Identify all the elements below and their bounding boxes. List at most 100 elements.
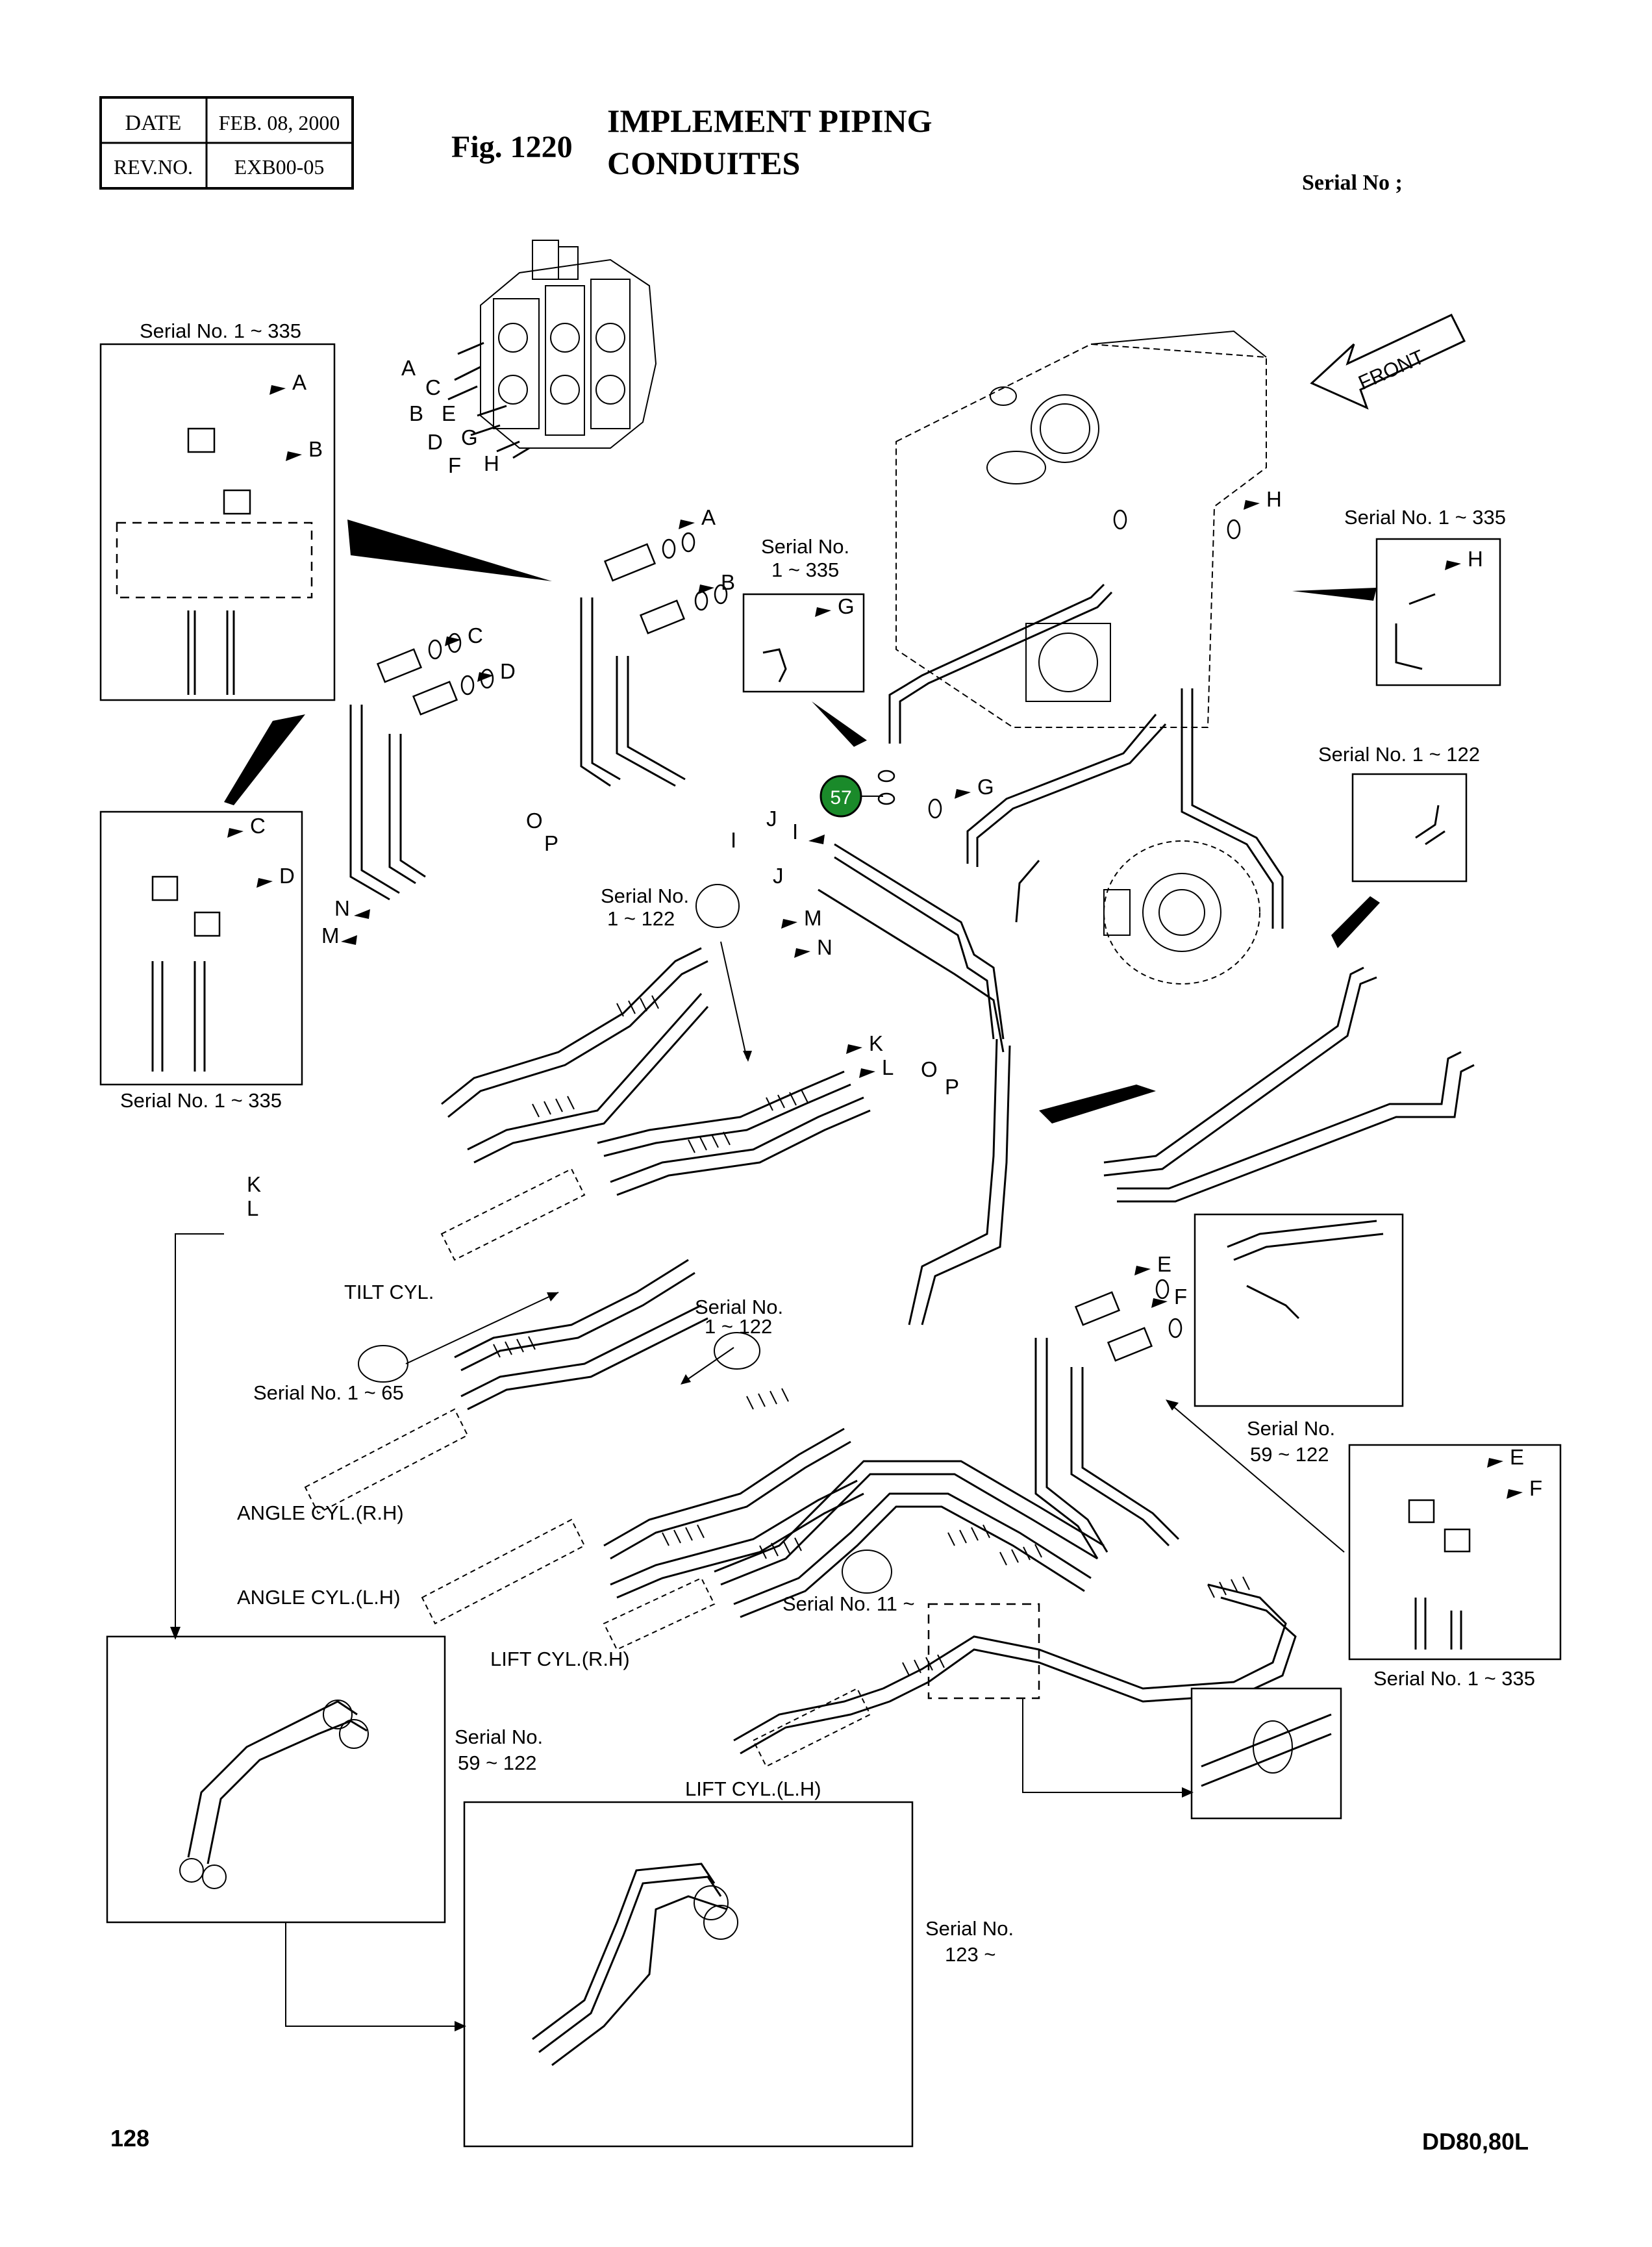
detail-box-ef-1-335 <box>1348 1444 1562 1661</box>
page-number: 128 <box>110 2125 149 2152</box>
svg-text:M: M <box>804 906 822 930</box>
date-label: DATE <box>125 111 182 135</box>
svg-text:K: K <box>869 1031 883 1055</box>
serial-callout-mn-bottom: 1 ~ 122 <box>607 907 675 930</box>
date-value: FEB. 08, 2000 <box>219 111 340 134</box>
leader-lines <box>170 941 1345 2031</box>
callout-57-number: 57 <box>830 787 851 809</box>
svg-text:L: L <box>882 1055 894 1079</box>
svg-text:A: A <box>292 370 307 394</box>
svg-text:M: M <box>321 923 340 948</box>
svg-text:J: J <box>766 807 777 831</box>
lift-cylinder-lh-outline <box>752 1687 871 1768</box>
svg-text:O: O <box>526 809 543 833</box>
serial-callout-59-122-left-top: Serial No. <box>455 1726 543 1748</box>
svg-text:E: E <box>1157 1252 1171 1276</box>
serial-callout-g-bottom: 1 ~ 335 <box>771 559 839 581</box>
svg-text:G: G <box>461 425 478 449</box>
serial-callout-g-top: Serial No. <box>761 535 849 558</box>
svg-text:H: H <box>1266 487 1282 511</box>
serial-callout-59-122-left-bottom: 59 ~ 122 <box>458 1751 537 1774</box>
lift-cylinder-rh-outline <box>603 1577 716 1651</box>
svg-text:F: F <box>1529 1476 1542 1500</box>
serial-callout-ef-1-335: Serial No. 1 ~ 335 <box>1373 1667 1535 1690</box>
hydraulic-pump <box>1103 840 1260 985</box>
valve-port-arrows <box>447 342 530 459</box>
motor-unit <box>1025 623 1111 702</box>
angle-cylinder-lh-label: ANGLE CYL.(L.H) <box>237 1586 401 1609</box>
rev-label: REV.NO. <box>114 155 193 179</box>
svg-text:B: B <box>721 570 735 594</box>
main-pipe-lines <box>349 583 1475 1755</box>
control-valve <box>480 240 657 449</box>
rev-value: EXB00-05 <box>234 155 325 179</box>
title-line-2: CONDUITES <box>607 145 800 181</box>
lift-cylinder-lh-label: LIFT CYL.(L.H) <box>685 1777 821 1800</box>
svg-text:C: C <box>250 814 266 838</box>
svg-text:B: B <box>409 401 423 425</box>
serial-callout-1-65: Serial No. 1 ~ 65 <box>253 1381 404 1404</box>
svg-text:N: N <box>817 935 832 959</box>
tilt-cylinder-outline <box>440 1168 586 1261</box>
svg-text:A: A <box>701 505 716 529</box>
svg-text:B: B <box>308 437 323 461</box>
detail-box-h-1-335 <box>1375 538 1501 686</box>
svg-text:C: C <box>425 375 441 399</box>
svg-text:A: A <box>401 356 416 380</box>
svg-text:J: J <box>773 864 784 888</box>
svg-text:D: D <box>279 864 295 888</box>
svg-text:I: I <box>792 820 798 844</box>
svg-text:P: P <box>544 831 558 855</box>
detail-box-ab-1-335 <box>99 343 336 701</box>
svg-text:C: C <box>468 623 483 647</box>
serial-callout-angle-top: Serial No. <box>695 1296 783 1318</box>
serial-callout-59-122-right-bottom: 59 ~ 122 <box>1250 1443 1329 1466</box>
svg-text:P: P <box>945 1075 959 1099</box>
svg-text:E: E <box>1510 1445 1524 1469</box>
svg-text:E: E <box>442 401 456 425</box>
svg-text:D: D <box>427 430 443 454</box>
detail-box-cd-1-335 <box>99 810 303 1086</box>
serial-callout-ab-1-335: Serial No. 1 ~ 335 <box>140 320 301 342</box>
svg-text:O: O <box>921 1057 938 1081</box>
title-line-1: IMPLEMENT PIPING <box>607 103 932 139</box>
svg-text:I: I <box>731 828 736 852</box>
serial-callout-cd-1-335: Serial No. 1 ~ 335 <box>120 1089 282 1112</box>
detail-box-123 <box>463 1801 914 2148</box>
dashed-region-11 <box>927 1603 1040 1700</box>
detail-box-59-122-right <box>1194 1213 1404 1407</box>
hydraulic-tank <box>895 330 1267 728</box>
svg-text:H: H <box>484 451 499 475</box>
port-letters: A C B E D G F H A B A B G C D C D H H G … <box>247 356 1542 1500</box>
serial-callout-h-1-335: Serial No. 1 ~ 335 <box>1344 506 1506 529</box>
callout-57-badge[interactable]: 57 <box>820 775 862 818</box>
reference-circles <box>358 884 892 1594</box>
svg-text:K: K <box>247 1172 261 1196</box>
serial-callout-123-top: Serial No. <box>925 1917 1014 1940</box>
detail-box-elbow-1-122 <box>1351 773 1468 883</box>
serial-number-label: Serial No ; <box>1302 171 1403 195</box>
serial-callout-123-bottom: 123 ~ <box>945 1943 995 1966</box>
model-number: DD80,80L <box>1422 2128 1529 2155</box>
hose-crimps <box>493 995 1250 1676</box>
serial-callout-mn-top: Serial No. <box>601 885 689 907</box>
svg-text:D: D <box>500 659 516 683</box>
svg-text:F: F <box>448 453 461 477</box>
svg-text:N: N <box>334 896 350 920</box>
serial-callout-elbow-1-122: Serial No. 1 ~ 122 <box>1318 743 1480 766</box>
svg-text:H: H <box>1468 547 1483 571</box>
lift-cylinder-rh-label: LIFT CYL.(R.H) <box>490 1648 630 1670</box>
figure-number: Fig. 1220 <box>451 130 573 164</box>
svg-text:G: G <box>838 594 855 618</box>
serial-callout-11: Serial No. 11 ~ <box>782 1592 915 1615</box>
revision-table: DATE FEB. 08, 2000 REV.NO. EXB00-05 <box>99 96 354 190</box>
angle-cylinder-rh-label: ANGLE CYL.(R.H) <box>237 1501 404 1524</box>
serial-callout-59-122-right-top: Serial No. <box>1247 1417 1335 1440</box>
detail-pointers <box>224 520 1380 1124</box>
detail-box-59-122-left <box>106 1635 446 1924</box>
port-arrows <box>227 385 1523 1499</box>
svg-text:L: L <box>247 1196 258 1220</box>
serial-callout-angle-bottom: 1 ~ 122 <box>705 1315 772 1338</box>
svg-text:F: F <box>1174 1285 1187 1309</box>
